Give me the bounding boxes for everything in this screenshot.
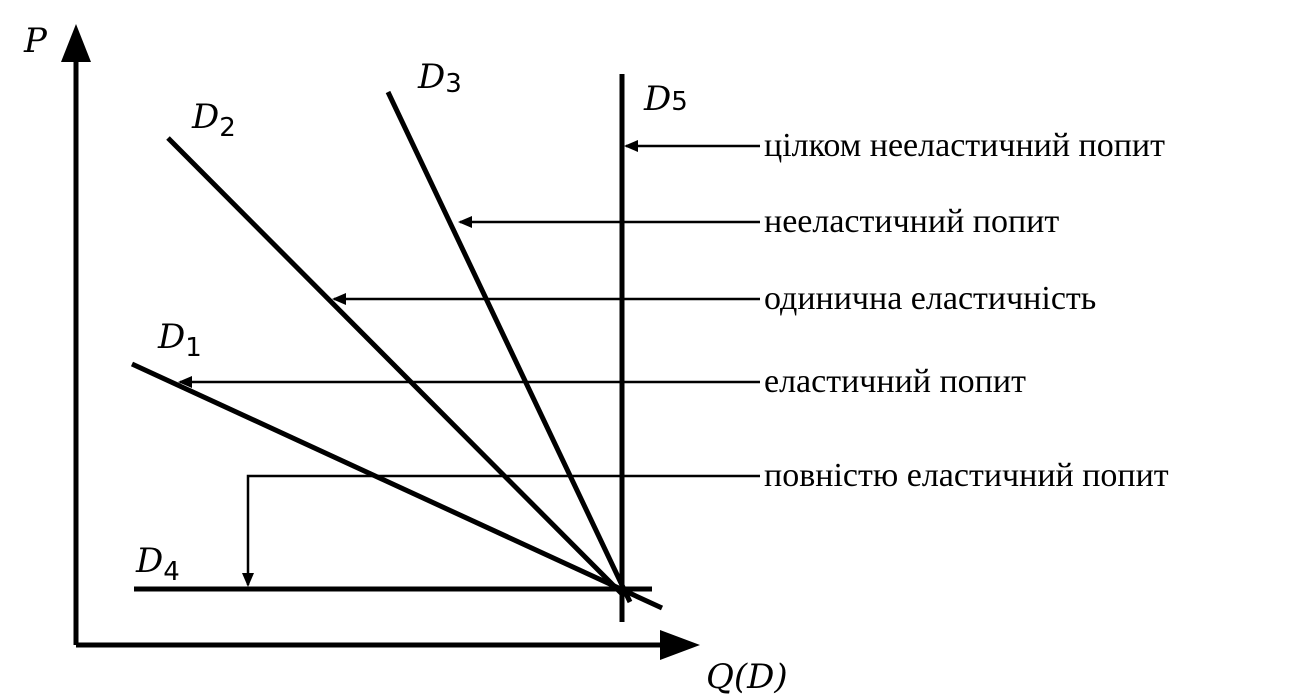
annotation-d2: одинична еластичність — [764, 280, 1096, 317]
curve-label-d1: D1 — [157, 317, 202, 363]
demand-curve-d2 — [166, 136, 626, 598]
curve-label-d5: D5 — [643, 79, 688, 119]
curve-label-d4: D4 — [135, 541, 180, 587]
annotation-d4: повністю еластичний попит — [764, 457, 1169, 494]
pointer-arrow-d4 — [242, 474, 760, 587]
curve-label-d3: D3 — [417, 57, 462, 99]
demand-curve-d3 — [385, 90, 633, 604]
y-axis-label: P — [23, 21, 48, 61]
x-axis-label: Q(D) — [706, 657, 788, 697]
annotation-d5: цілком нееластичний попит — [764, 127, 1165, 164]
demand-curve-d1 — [130, 361, 664, 611]
y-axis-arrowhead — [61, 24, 91, 62]
curve-label-d2: D2 — [191, 97, 236, 143]
annotation-d1: еластичний попит — [764, 363, 1026, 400]
annotation-d3: нееластичний попит — [764, 203, 1059, 240]
x-axis-arrowhead — [660, 630, 700, 660]
